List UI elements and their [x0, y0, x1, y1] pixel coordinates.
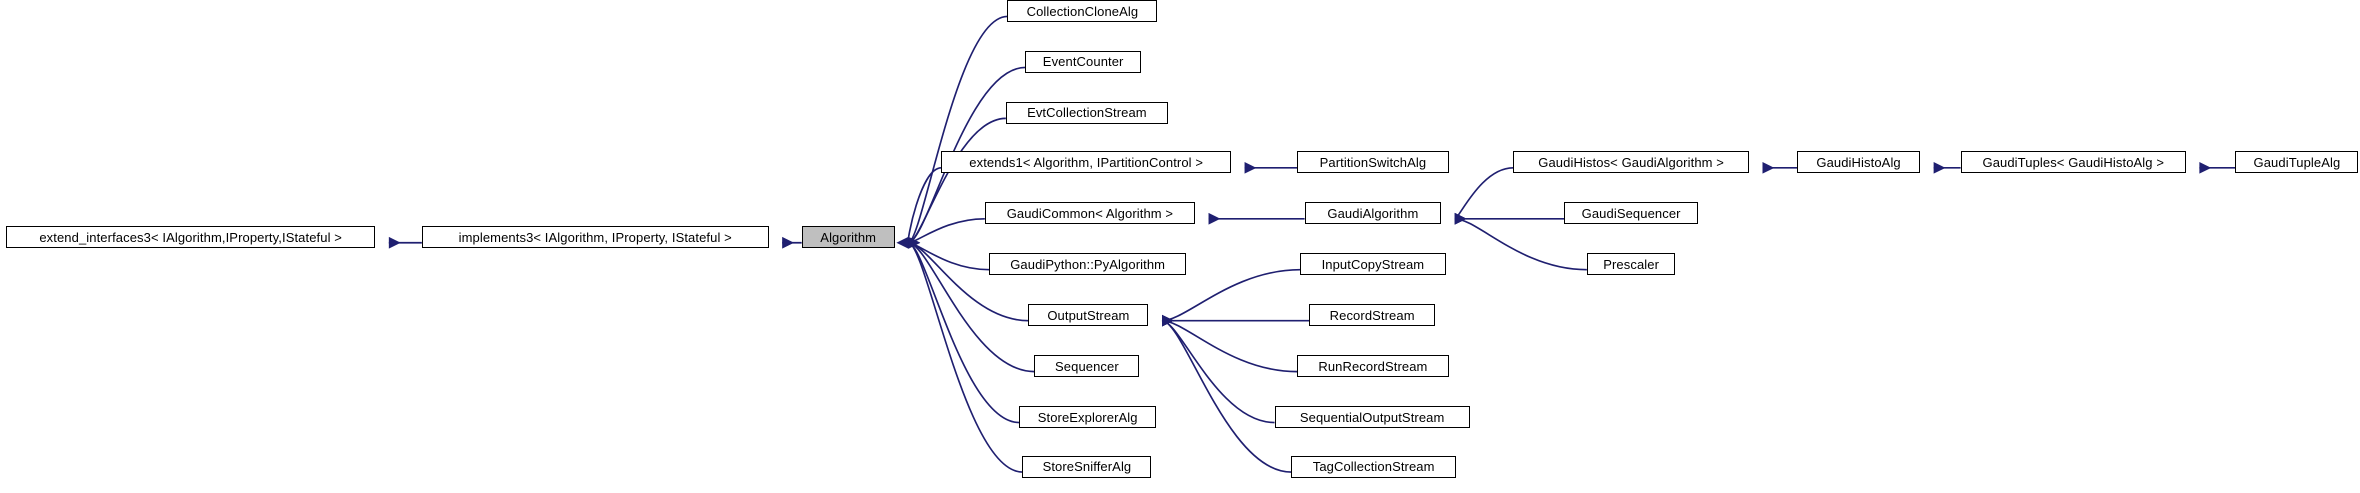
class-node-label: InputCopyStream — [1321, 256, 1425, 272]
class-node-RunRecordStream[interactable]: RunRecordStream — [1297, 355, 1449, 378]
class-node-SequentialOutputStream[interactable]: SequentialOutputStream — [1274, 406, 1470, 429]
class-node-label: EvtCollectionStream — [1027, 105, 1147, 121]
inheritance-edge — [1453, 167, 1514, 225]
class-node-label: Algorithm — [820, 229, 877, 245]
inheritance-edge — [908, 236, 990, 271]
class-node-GaudiTuples[interactable]: GaudiTuples< GaudiHistoAlg > — [1960, 151, 2186, 174]
class-node-StoreExplorerAlg[interactable]: StoreExplorerAlg — [1019, 406, 1156, 429]
inheritance-edge — [908, 217, 985, 249]
class-node-label: Sequencer — [1055, 358, 1119, 374]
class-node-GaudiSequencer[interactable]: GaudiSequencer — [1564, 202, 1698, 225]
class-node-extends1[interactable]: extends1< Algorithm, IPartitionControl > — [941, 151, 1232, 174]
class-node-GaudiTupleAlg[interactable]: GaudiTupleAlg — [2235, 151, 2359, 174]
class-node-Sequencer[interactable]: Sequencer — [1034, 355, 1140, 378]
class-node-label: StoreExplorerAlg — [1037, 409, 1138, 425]
class-node-label: RecordStream — [1329, 307, 1415, 323]
class-node-label: CollectionCloneAlg — [1026, 3, 1139, 19]
class-node-OutputStream[interactable]: OutputStream — [1028, 304, 1149, 327]
inheritance-edge — [907, 236, 1023, 473]
class-node-label: GaudiAlgorithm — [1327, 205, 1419, 221]
class-node-label: GaudiTuples< GaudiHistoAlg > — [1982, 154, 2165, 170]
class-node-GaudiCommon[interactable]: GaudiCommon< Algorithm > — [984, 202, 1195, 225]
class-node-label: implements3< IAlgorithm, IProperty, ISta… — [458, 229, 732, 245]
inheritance-edge — [1161, 268, 1301, 327]
class-node-GaudiHistos[interactable]: GaudiHistos< GaudiAlgorithm > — [1513, 151, 1749, 174]
class-node-label: GaudiPython::PyAlgorithm — [1010, 256, 1166, 272]
class-node-GaudiAlgorithm[interactable]: GaudiAlgorithm — [1304, 202, 1442, 225]
class-node-CollectionCloneAlg[interactable]: CollectionCloneAlg — [1007, 0, 1158, 22]
class-node-EventCounter[interactable]: EventCounter — [1025, 50, 1141, 73]
class-node-label: PartitionSwitchAlg — [1319, 154, 1427, 170]
inheritance-edge — [1454, 212, 1587, 271]
class-node-label: SequentialOutputStream — [1299, 409, 1445, 425]
class-node-GaudiHistoAlg[interactable]: GaudiHistoAlg — [1797, 151, 1921, 174]
class-node-label: extend_interfaces3< IAlgorithm,IProperty… — [39, 229, 342, 245]
class-node-label: EventCounter — [1042, 54, 1124, 70]
class-node-label: StoreSnifferAlg — [1042, 459, 1132, 475]
inheritance-edge — [1161, 314, 1275, 424]
class-node-Prescaler[interactable]: Prescaler — [1586, 253, 1676, 276]
inheritance-edge — [896, 167, 942, 249]
class-node-EvtCollectionStream[interactable]: EvtCollectionStream — [1005, 101, 1168, 124]
class-node-label: GaudiSequencer — [1581, 205, 1681, 221]
class-node-PyAlgorithm[interactable]: GaudiPython::PyAlgorithm — [989, 253, 1186, 276]
class-node-label: Prescaler — [1603, 256, 1660, 272]
class-node-RecordStream[interactable]: RecordStream — [1309, 304, 1436, 327]
class-node-label: TagCollectionStream — [1312, 459, 1435, 475]
class-node-Algorithm[interactable]: Algorithm — [801, 226, 895, 249]
class-node-label: GaudiCommon< Algorithm > — [1006, 205, 1174, 221]
class-node-StoreSnifferAlg[interactable]: StoreSnifferAlg — [1022, 455, 1152, 478]
inheritance-edge — [1161, 314, 1292, 473]
inheritance-edge — [1161, 314, 1298, 373]
class-node-label: GaudiHistos< GaudiAlgorithm > — [1538, 154, 1724, 170]
class-node-label: GaudiTupleAlg — [2253, 154, 2341, 170]
class-node-PartitionSwitchAlg[interactable]: PartitionSwitchAlg — [1297, 151, 1449, 174]
class-node-TagCollectionStream[interactable]: TagCollectionStream — [1291, 455, 1457, 478]
class-node-extend_interfaces3[interactable]: extend_interfaces3< IAlgorithm,IProperty… — [6, 226, 376, 249]
class-node-label: extends1< Algorithm, IPartitionControl > — [969, 154, 1204, 170]
class-node-label: OutputStream — [1047, 307, 1130, 323]
class-node-InputCopyStream[interactable]: InputCopyStream — [1300, 253, 1446, 276]
class-node-implements3[interactable]: implements3< IAlgorithm, IProperty, ISta… — [421, 226, 769, 249]
class-node-label: GaudiHistoAlg — [1816, 154, 1901, 170]
class-node-label: RunRecordStream — [1318, 358, 1428, 374]
